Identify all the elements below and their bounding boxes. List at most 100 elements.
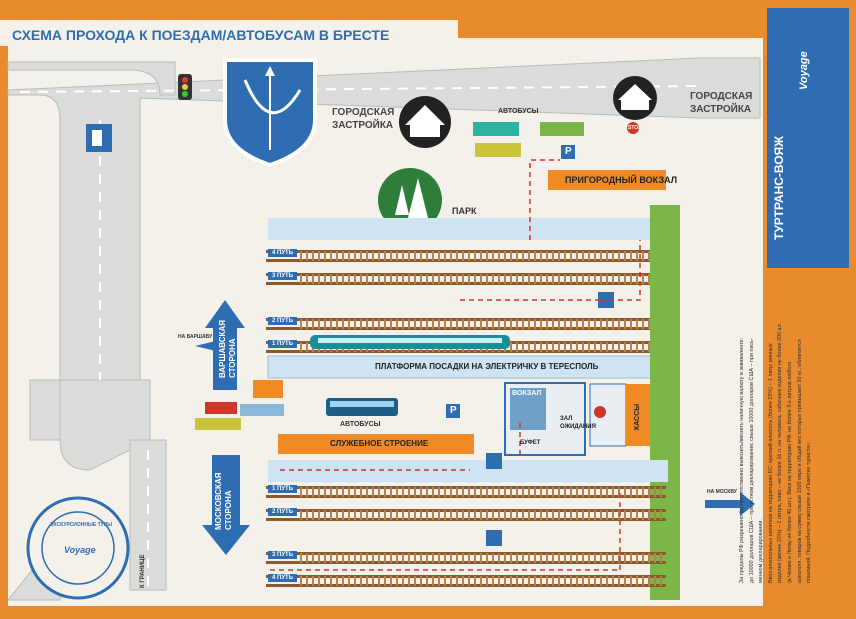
sleeper — [384, 576, 386, 586]
title-banner — [0, 20, 458, 46]
sleeper — [306, 319, 308, 329]
sleeper — [606, 553, 608, 563]
sleeper — [324, 553, 326, 563]
sleeper — [486, 274, 488, 284]
sleeper — [372, 274, 374, 284]
sleeper — [498, 274, 500, 284]
sleeper — [540, 274, 542, 284]
buffet-label: БУФЕТ — [520, 440, 541, 446]
sleeper — [306, 553, 308, 563]
rail — [266, 350, 666, 353]
sleeper — [504, 319, 506, 329]
sleeper — [306, 251, 308, 261]
rail — [266, 575, 666, 578]
sleeper — [564, 274, 566, 284]
sleeper — [636, 251, 638, 261]
sleeper — [636, 342, 638, 352]
sleeper — [450, 576, 452, 586]
sleeper — [570, 487, 572, 497]
sleeper — [312, 553, 314, 563]
sleeper — [474, 576, 476, 586]
sleeper — [348, 510, 350, 520]
sleeper — [318, 251, 320, 261]
sleeper — [630, 342, 632, 352]
sleeper — [582, 553, 584, 563]
sleeper — [372, 487, 374, 497]
sleeper — [564, 319, 566, 329]
sleeper — [648, 251, 650, 261]
to-warsaw-label: НА ВАРШАВУ — [178, 334, 213, 340]
sleeper — [630, 274, 632, 284]
sleeper — [396, 274, 398, 284]
sleeper — [624, 487, 626, 497]
info-text-line: алкоголя, товаров на сумму свыше 1500 ев… — [796, 339, 803, 583]
sleeper — [576, 274, 578, 284]
sleeper — [438, 510, 440, 520]
sleeper — [390, 319, 392, 329]
sleeper — [372, 319, 374, 329]
sleeper — [498, 553, 500, 563]
sleeper — [618, 274, 620, 284]
waiting-hall-line2: ОЖИДАНИЯ — [560, 424, 596, 430]
tour-seal — [26, 496, 130, 600]
rail — [266, 259, 666, 262]
sleeper — [450, 274, 452, 284]
station-building — [504, 382, 654, 456]
sleeper — [540, 251, 542, 261]
sleeper — [408, 319, 410, 329]
sleeper — [432, 319, 434, 329]
sleeper — [444, 274, 446, 284]
sleeper — [528, 487, 530, 497]
sleeper — [420, 576, 422, 586]
sleeper — [498, 251, 500, 261]
sleeper — [378, 319, 380, 329]
sleeper — [600, 319, 602, 329]
sleeper — [414, 274, 416, 284]
sleeper — [300, 342, 302, 352]
sleeper — [456, 251, 458, 261]
sleeper — [336, 510, 338, 520]
sleeper — [504, 274, 506, 284]
sleeper — [432, 487, 434, 497]
suburban-station-building — [548, 170, 666, 190]
gas-station-icon — [86, 124, 112, 152]
lower-platform — [268, 460, 668, 482]
sleeper — [480, 274, 482, 284]
sleeper — [588, 510, 590, 520]
sleeper — [516, 576, 518, 586]
sleeper — [408, 487, 410, 497]
sleeper — [342, 553, 344, 563]
sleeper — [558, 274, 560, 284]
sleeper — [366, 319, 368, 329]
sleeper — [618, 510, 620, 520]
sleeper — [546, 553, 548, 563]
sleeper — [390, 510, 392, 520]
sleeper — [558, 576, 560, 586]
sleeper — [318, 319, 320, 329]
sleeper — [576, 319, 578, 329]
sleeper — [570, 319, 572, 329]
sleeper — [378, 510, 380, 520]
sleeper — [564, 487, 566, 497]
sleeper — [300, 251, 302, 261]
moscow-side-line1: МОСКОВСКАЯ — [214, 472, 223, 530]
sleeper — [516, 274, 518, 284]
sleeper — [660, 487, 662, 497]
sleeper — [306, 487, 308, 497]
sleeper — [300, 576, 302, 586]
sleeper — [378, 487, 380, 497]
info-text-line: Ввоз алкогольных напитков на территорию … — [767, 343, 774, 583]
parking-top-label: P — [565, 146, 572, 157]
sleeper — [342, 274, 344, 284]
buses-mid-label: АВТОБУСЫ — [340, 421, 381, 428]
sleeper — [534, 510, 536, 520]
sleeper — [468, 553, 470, 563]
warsaw-side-line2: СТОРОНА — [228, 338, 237, 379]
sleeper — [594, 576, 596, 586]
sleeper — [474, 487, 476, 497]
sleeper — [336, 319, 338, 329]
sleeper — [624, 553, 626, 563]
seal-text: ЭКСКУРСИОННЫЕ ТУРЫ — [50, 522, 112, 528]
sleeper — [642, 510, 644, 520]
